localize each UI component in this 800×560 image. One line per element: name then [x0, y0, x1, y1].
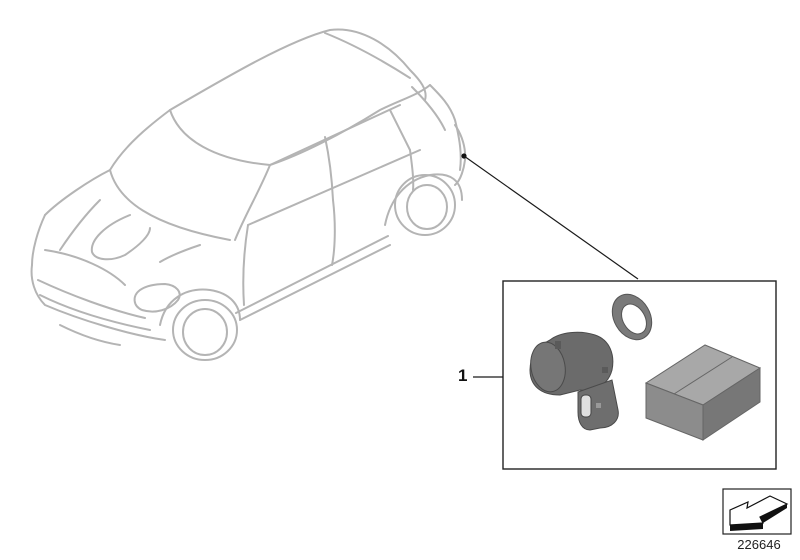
leader-line [461, 153, 639, 280]
vehicle-outline [30, 28, 467, 361]
callout-label-1: 1 [458, 366, 468, 385]
reference-number: 226646 [737, 537, 781, 552]
ultrasonic-sensor [529, 331, 619, 431]
parts-box [644, 344, 762, 441]
kit-frame [502, 280, 777, 470]
direction-arrow-icon [722, 488, 792, 535]
decoupling-ring [611, 293, 653, 341]
